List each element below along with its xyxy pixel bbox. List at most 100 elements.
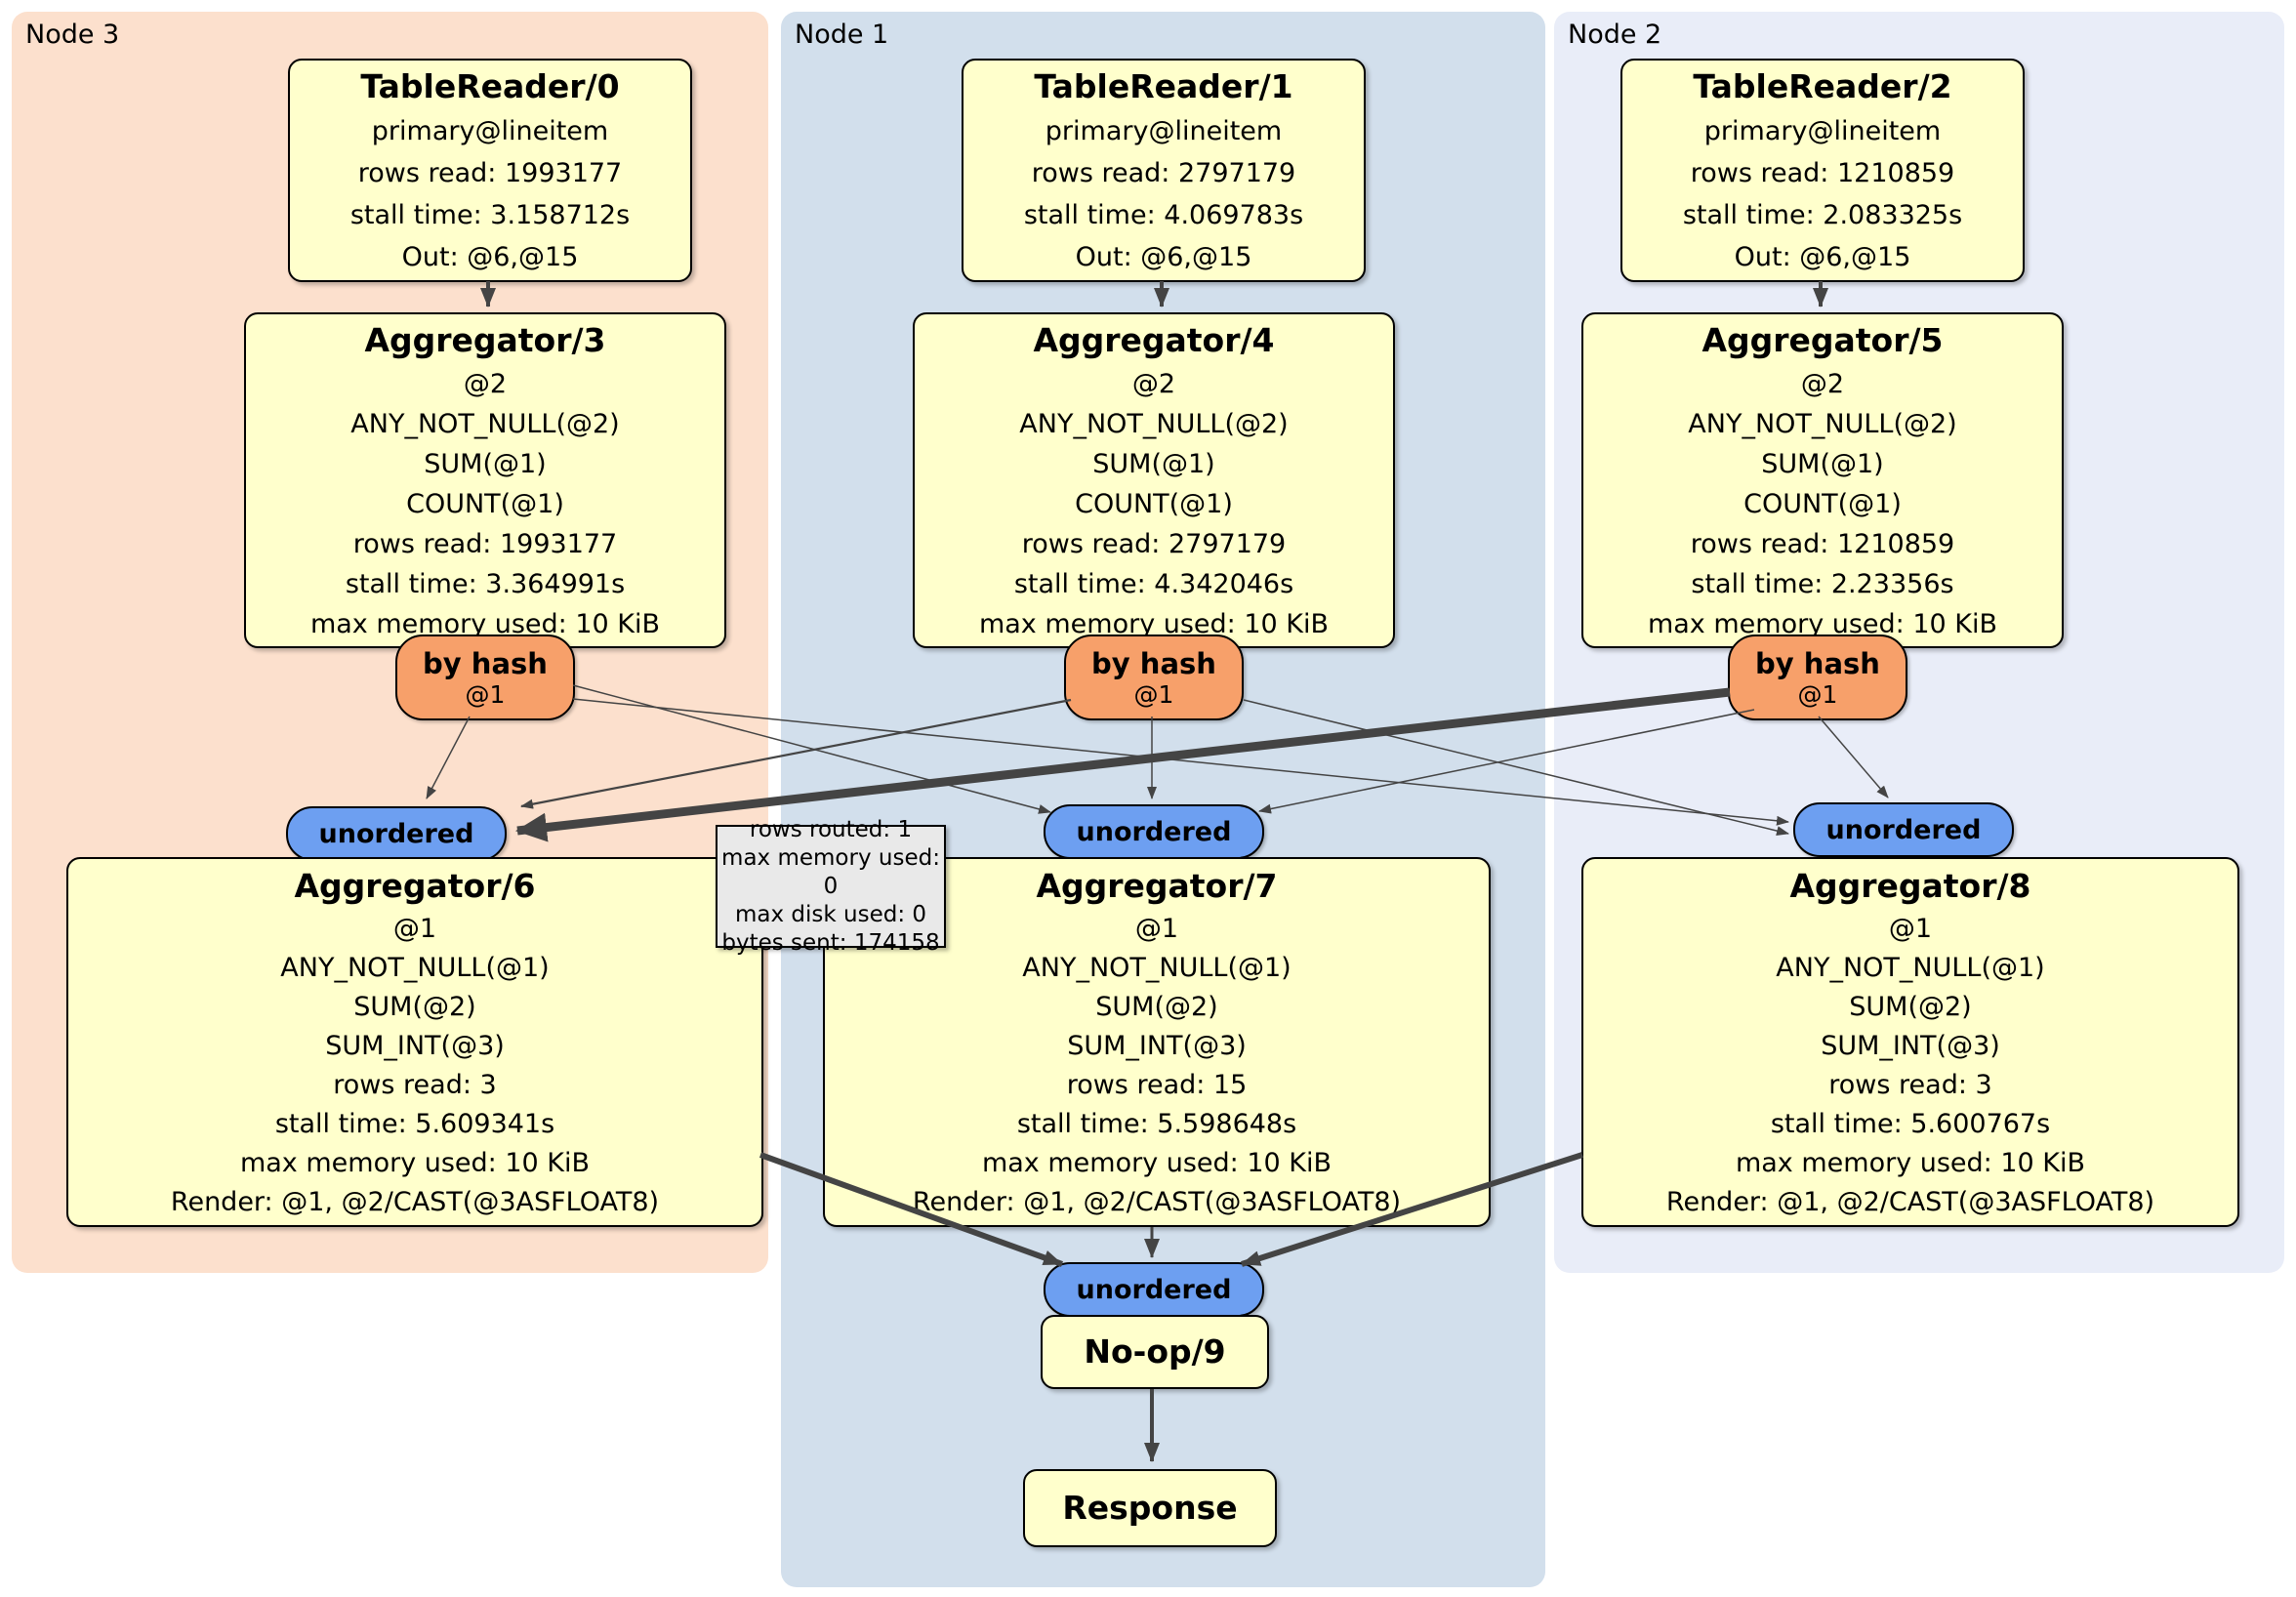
box-line: Render: @1, @2/CAST(@3ASFLOAT8): [912, 1186, 1402, 1217]
box-line: max memory used: 10 KiB: [978, 608, 1330, 639]
box-line: SUM(@2): [1095, 991, 1218, 1022]
box-line: max memory used: 10 KiB: [981, 1147, 1332, 1178]
box-line: COUNT(@1): [1075, 488, 1233, 519]
router-subtitle: @1: [1797, 680, 1838, 709]
box-title: Aggregator/5: [1702, 320, 1944, 359]
edge-byhash1-sync3[interactable]: [520, 698, 1072, 809]
box-line: Out: @6,@15: [1734, 241, 1911, 272]
box-line: rows read: 1993177: [352, 528, 618, 559]
box-title: TableReader/0: [360, 66, 620, 105]
unordered-sync-1: unordered: [1044, 804, 1264, 859]
router-title: by hash: [423, 647, 548, 680]
response-box: Response: [1023, 1469, 1277, 1547]
box-line: stall time: 4.342046s: [1013, 568, 1294, 599]
aggregator-8-box: Aggregator/8 @1 ANY_NOT_NULL(@1) SUM(@2)…: [1581, 857, 2239, 1227]
box-line: Render: @1, @2/CAST(@3ASFLOAT8): [170, 1186, 660, 1217]
box-title: Aggregator/6: [294, 866, 536, 905]
box-line: Out: @6,@15: [1075, 241, 1252, 272]
router-title: by hash: [1091, 647, 1216, 680]
box-line: SUM_INT(@3): [1067, 1030, 1247, 1061]
aggregator-4-box: Aggregator/4 @2 ANY_NOT_NULL(@2) SUM(@1)…: [913, 312, 1395, 648]
box-line: ANY_NOT_NULL(@1): [280, 952, 550, 983]
router-subtitle: @1: [465, 680, 506, 709]
box-title: TableReader/2: [1693, 66, 1952, 105]
aggregator-3-box: Aggregator/3 @2 ANY_NOT_NULL(@2) SUM(@1)…: [244, 312, 726, 648]
node-group-label: Node 3: [25, 20, 120, 50]
box-line: Out: @6,@15: [401, 241, 579, 272]
sync-label: unordered: [1825, 814, 1982, 845]
box-line: stall time: 4.069783s: [1023, 199, 1304, 230]
box-line: ANY_NOT_NULL(@1): [1022, 952, 1292, 983]
box-line: max memory used: 10 KiB: [309, 608, 661, 639]
tablereader-2-box: TableReader/2 primary@lineitem rows read…: [1620, 59, 2025, 282]
aggregator-5-box: Aggregator/5 @2 ANY_NOT_NULL(@2) SUM(@1)…: [1581, 312, 2064, 648]
box-line: SUM_INT(@3): [1821, 1030, 2000, 1061]
box-title: Aggregator/4: [1033, 320, 1275, 359]
box-line: rows read: 15: [1066, 1069, 1248, 1100]
tablereader-0-box: TableReader/0 primary@lineitem rows read…: [288, 59, 692, 282]
box-line: rows read: 1210859: [1690, 528, 1955, 559]
box-line: @2: [463, 368, 508, 399]
box-line: @1: [1134, 913, 1179, 944]
box-line: max memory used: 10 KiB: [1647, 608, 1998, 639]
box-line: ANY_NOT_NULL(@2): [1019, 408, 1289, 439]
box-line: rows read: 2797179: [1031, 157, 1296, 188]
box-line: Render: @1, @2/CAST(@3ASFLOAT8): [1665, 1186, 2155, 1217]
box-line: ANY_NOT_NULL(@2): [350, 408, 620, 439]
box-line: COUNT(@1): [1743, 488, 1902, 519]
box-title: Response: [1062, 1489, 1238, 1527]
box-line: SUM(@1): [424, 448, 547, 479]
edge-byhash2-sync1[interactable]: [1258, 709, 1755, 814]
box-line: stall time: 5.609341s: [274, 1108, 555, 1139]
byhash-router-2: by hash @1: [1728, 635, 1907, 720]
node-group-label: Node 2: [1568, 20, 1662, 50]
box-line: rows read: 1993177: [357, 157, 623, 188]
box-line: rows read: 1210859: [1690, 157, 1955, 188]
box-line: stall time: 3.158712s: [349, 199, 631, 230]
box-title: Aggregator/3: [364, 320, 606, 359]
sync-label: unordered: [1076, 816, 1232, 847]
edge-byhash2-sync3-thick[interactable]: [515, 687, 1731, 842]
box-line: @1: [392, 913, 437, 944]
unordered-sync-2: unordered: [1793, 802, 2014, 857]
box-line: SUM(@2): [353, 991, 476, 1022]
sync-label: unordered: [1076, 1274, 1232, 1305]
box-line: stall time: 5.598648s: [1016, 1108, 1297, 1139]
tooltip-line: rows routed: 1: [749, 816, 913, 842]
box-title: Aggregator/7: [1036, 866, 1278, 905]
box-line: rows read: 3: [1828, 1069, 1992, 1100]
edge-byhash3-sync2[interactable]: [572, 698, 1789, 826]
box-line: primary@lineitem: [1703, 115, 1942, 146]
box-title: No-op/9: [1084, 1332, 1226, 1371]
noop-box: No-op/9: [1041, 1315, 1269, 1389]
edge-agg6-syncfinal[interactable]: [758, 1152, 1064, 1267]
box-line: max memory used: 10 KiB: [239, 1147, 591, 1178]
tooltip-line: max disk used: 0: [734, 901, 927, 927]
byhash-router-3: by hash @1: [395, 635, 575, 720]
tablereader-1-box: TableReader/1 primary@lineitem rows read…: [962, 59, 1366, 282]
tooltip-line: max memory used: 0: [721, 844, 940, 899]
tooltip-line: bytes sent: 174158: [721, 929, 940, 956]
edge-byhash3-sync3[interactable]: [426, 716, 471, 799]
box-line: max memory used: 10 KiB: [1735, 1147, 2086, 1178]
edge-byhash1-sync2[interactable]: [1243, 699, 1789, 836]
box-line: SUM(@2): [1849, 991, 1972, 1022]
box-line: stall time: 3.364991s: [345, 568, 626, 599]
byhash-router-1: by hash @1: [1064, 635, 1244, 720]
box-line: stall time: 2.23356s: [1691, 568, 1954, 599]
box-line: SUM_INT(@3): [325, 1030, 505, 1061]
box-line: rows read: 2797179: [1021, 528, 1287, 559]
box-line: COUNT(@1): [406, 488, 564, 519]
box-title: TableReader/1: [1034, 66, 1293, 105]
edge-byhash2-sync2[interactable]: [1818, 716, 1889, 798]
edge-tooltip: rows routed: 1 max memory used: 0 max di…: [716, 817, 946, 956]
router-subtitle: @1: [1133, 680, 1174, 709]
box-line: primary@lineitem: [371, 115, 609, 146]
edge-agg8-syncfinal[interactable]: [1241, 1152, 1583, 1267]
sync-label: unordered: [318, 818, 474, 849]
box-line: ANY_NOT_NULL(@1): [1776, 952, 2045, 983]
box-line: primary@lineitem: [1045, 115, 1283, 146]
unordered-sync-final: unordered: [1044, 1262, 1264, 1317]
